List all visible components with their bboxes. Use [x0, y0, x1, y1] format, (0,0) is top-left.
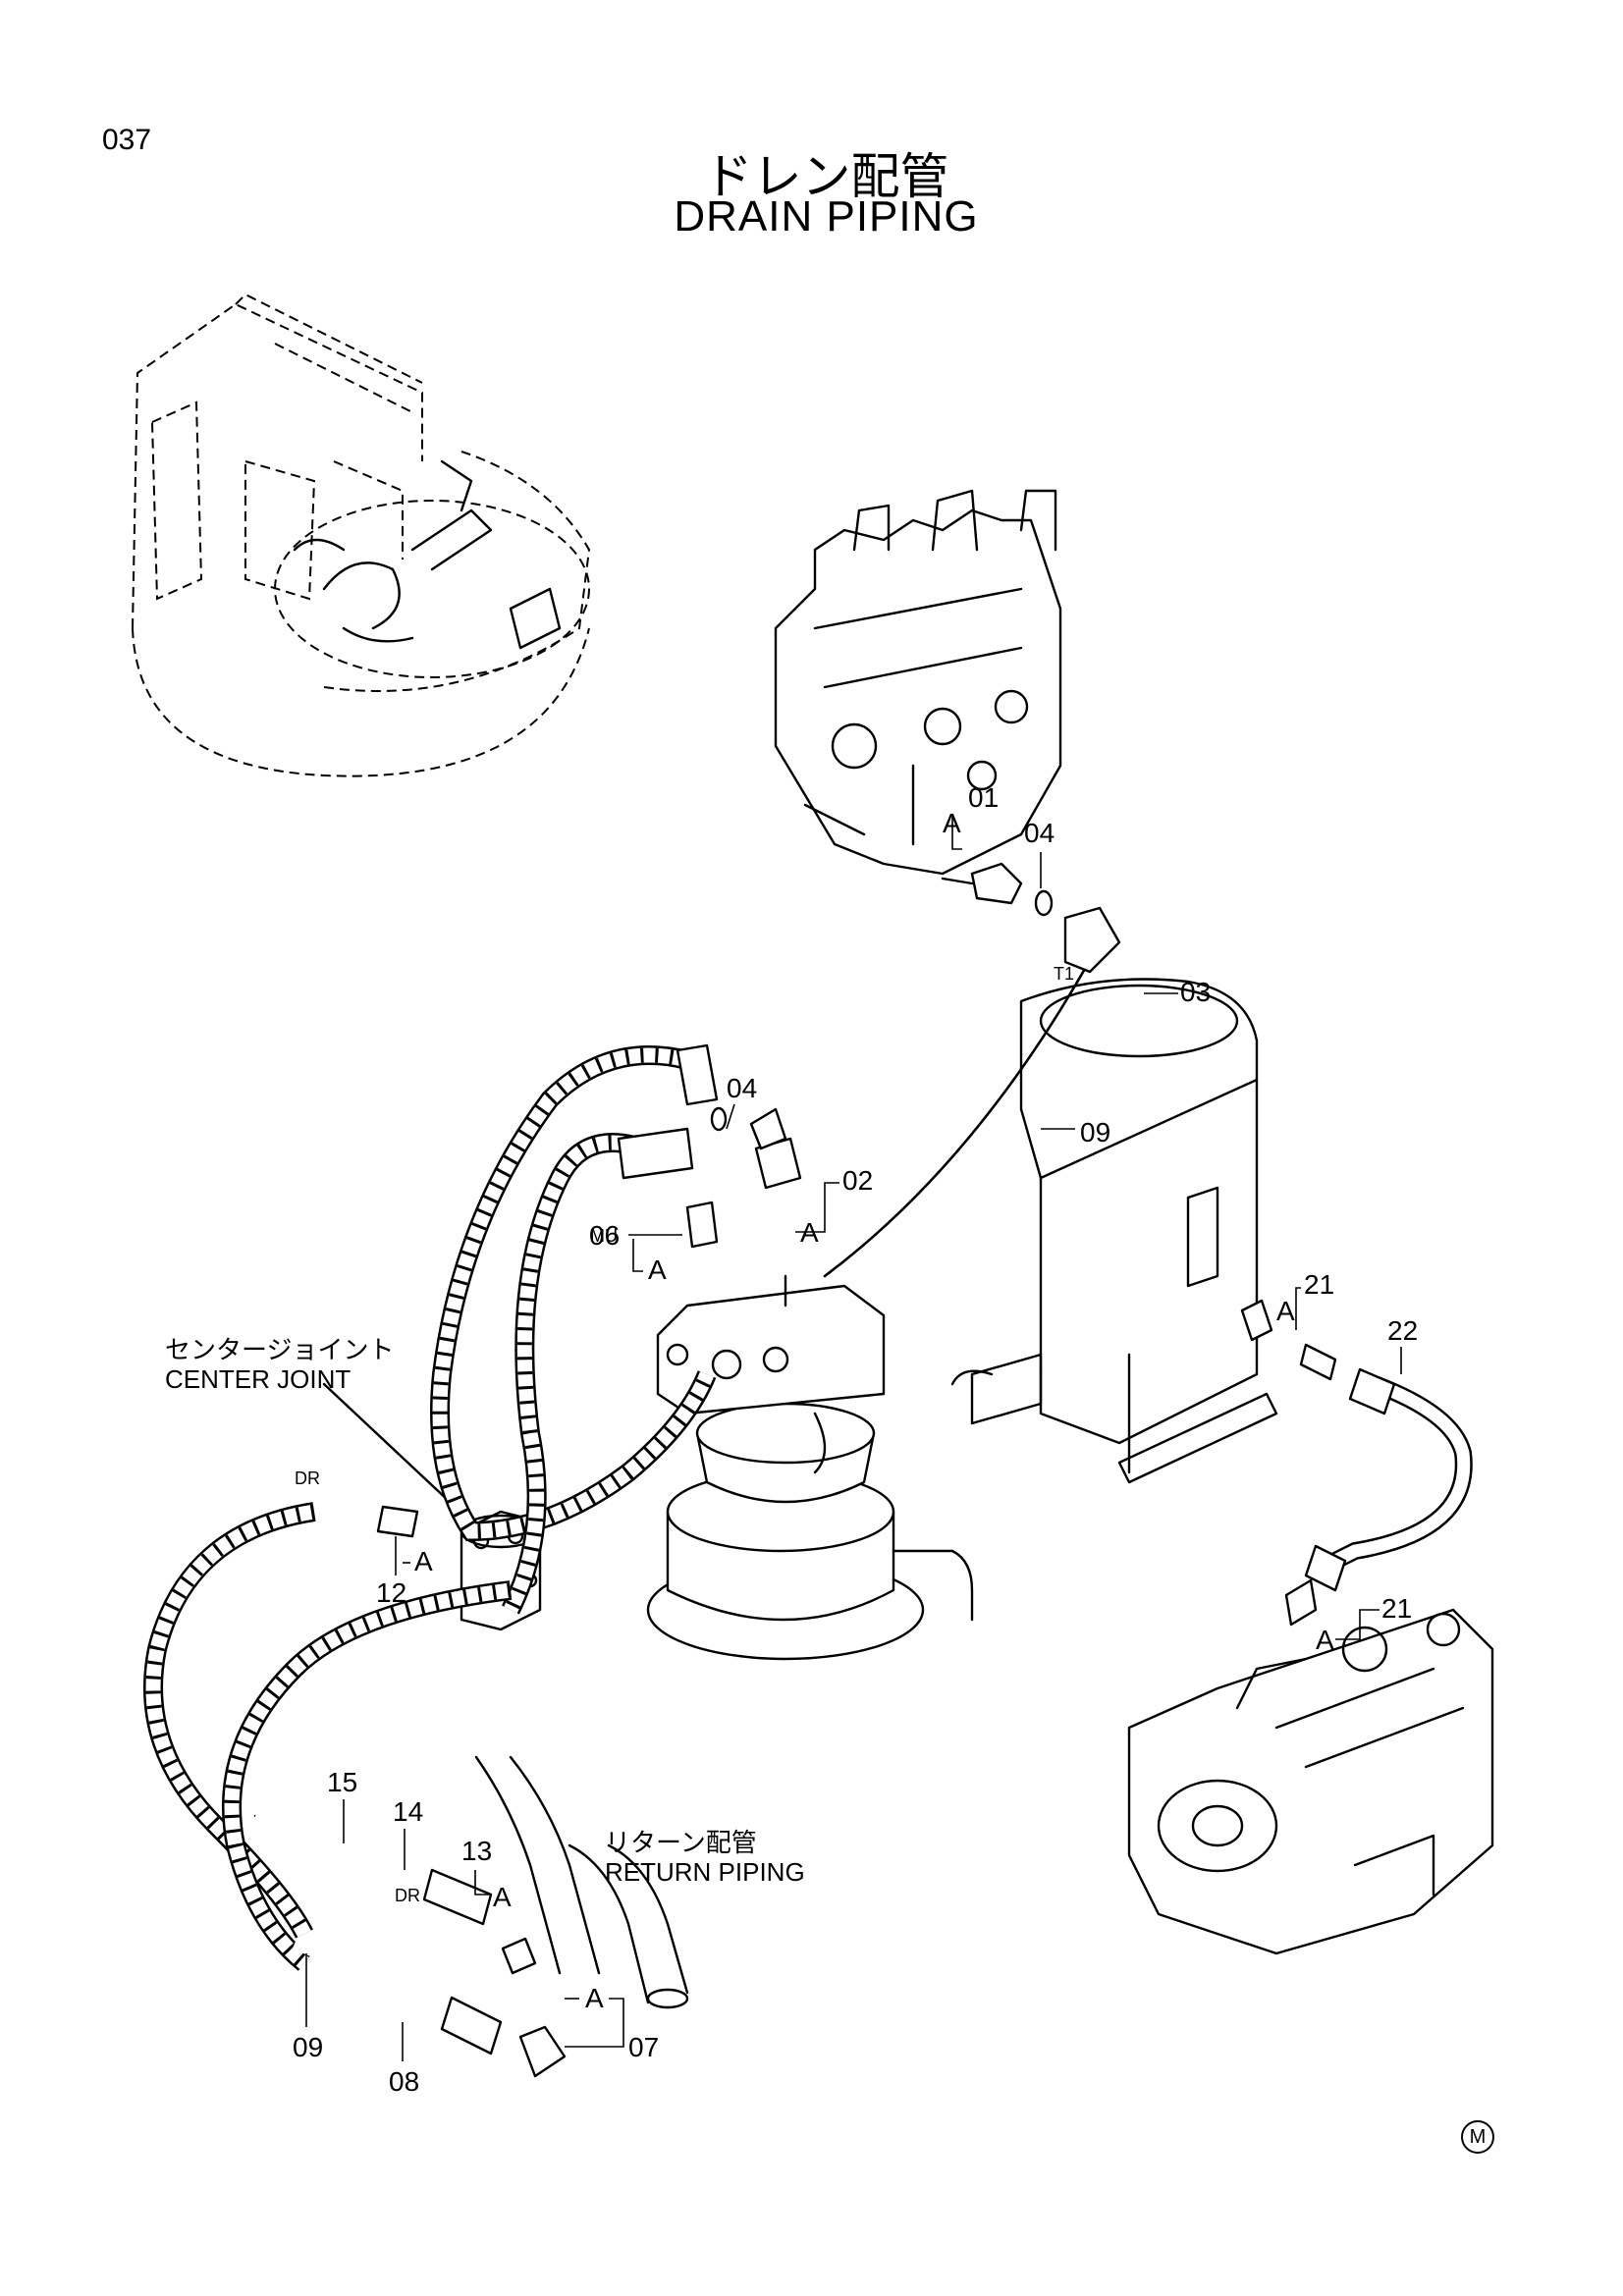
callout-03: 03	[1180, 977, 1211, 1007]
callout-13: 13	[461, 1836, 492, 1866]
hose-assembly-09-upper	[823, 940, 1102, 1278]
hose-assembly-22	[1304, 1367, 1473, 1592]
callout-04-mid: 04	[727, 1073, 757, 1103]
oring-04-mid	[710, 1106, 728, 1132]
callout-21-top: 21	[1304, 1269, 1334, 1300]
callout-08: 08	[389, 2066, 419, 2097]
callout-14: 14	[393, 1796, 423, 1827]
fitting-top-elbow	[676, 1043, 719, 1106]
hydraulic-tank-drawing	[950, 978, 1278, 1484]
fitting-21-lower	[1284, 1578, 1318, 1627]
fitting-02-elbow	[749, 1107, 802, 1190]
manufacturer-mark-icon: M	[1461, 2120, 1494, 2154]
hose-assembly-09-lower	[143, 1502, 316, 1939]
swing-motor-drawing	[646, 1274, 974, 1661]
title-japanese: ドレン配管	[703, 148, 949, 205]
hose-assembly-15	[253, 1810, 493, 1926]
return-piping-label: リターン配管 RETURN PIPING	[605, 1828, 805, 1887]
callout-09-right: 09	[1080, 1117, 1110, 1148]
hose-assembly-08	[292, 1938, 503, 2056]
callout-22: 22	[1387, 1315, 1418, 1346]
return-pipe-drawing	[474, 1755, 689, 2009]
hose-assembly-09-lower-2	[222, 1580, 513, 1971]
port-mark-dr-top: DR	[295, 1468, 320, 1488]
fitting-13	[501, 1937, 537, 1975]
fitting-07-elbow	[518, 2025, 567, 2078]
fitting-t1-elbow	[1063, 906, 1121, 974]
center-joint-label: センタージョイント CENTER JOINT	[165, 1335, 394, 1394]
callout-15: 15	[327, 1767, 357, 1797]
return-piping-label-jp: リターン配管	[605, 1828, 757, 1857]
page-number: 037	[102, 124, 152, 156]
port-mark-dr-bottom: DR	[395, 1886, 420, 1905]
control-valve-drawing	[774, 489, 1062, 876]
fitting-mu-adapter	[617, 1127, 694, 1180]
fitting-21-upper	[1240, 1299, 1337, 1381]
callout-07: 07	[628, 2032, 659, 2062]
fitting-01	[941, 862, 1023, 905]
hose-assembly-left-loop-2	[502, 1133, 673, 1615]
detail-letter-a-13: A	[493, 1882, 512, 1912]
detail-letter-a-06: A	[648, 1255, 667, 1285]
callout-06-visible: 06	[589, 1220, 620, 1251]
detail-letter-a-02: A	[800, 1217, 819, 1248]
return-piping-label-en: RETURN PIPING	[605, 1857, 805, 1887]
callout-02: 02	[842, 1165, 873, 1196]
callout-09-bottom: 09	[293, 2032, 323, 2062]
callout-01: 01	[968, 782, 999, 813]
port-mark-t1: T1	[1054, 964, 1074, 984]
detail-letter-a-07: A	[585, 1983, 604, 2013]
hose-assembly-left-loop	[430, 1045, 717, 1542]
center-joint-label-jp: センタージョイント	[165, 1335, 395, 1364]
detail-letter-a-21-bottom: A	[1316, 1625, 1334, 1655]
center-joint-label-en: CENTER JOINT	[165, 1364, 352, 1394]
port-mark-mu: MU	[590, 1226, 618, 1246]
machine-overview-drawing	[132, 293, 591, 777]
main-pump-drawing	[1127, 1608, 1494, 1955]
callouts: 01 A 04 T1 03 09 04 02 A MU 06 06 A 21 A…	[293, 782, 1418, 2097]
fitting-06	[685, 1201, 719, 1249]
detail-letter-a-21-top: A	[1276, 1296, 1295, 1326]
callout-21-bottom: 21	[1381, 1593, 1412, 1624]
oring-04-top	[1034, 889, 1054, 917]
callout-12: 12	[376, 1577, 406, 1608]
title-english: DRAIN PIPING	[674, 192, 979, 240]
detail-letter-a-12: A	[414, 1546, 433, 1576]
fitting-12	[376, 1505, 419, 1538]
callout-04-top: 04	[1024, 818, 1055, 848]
